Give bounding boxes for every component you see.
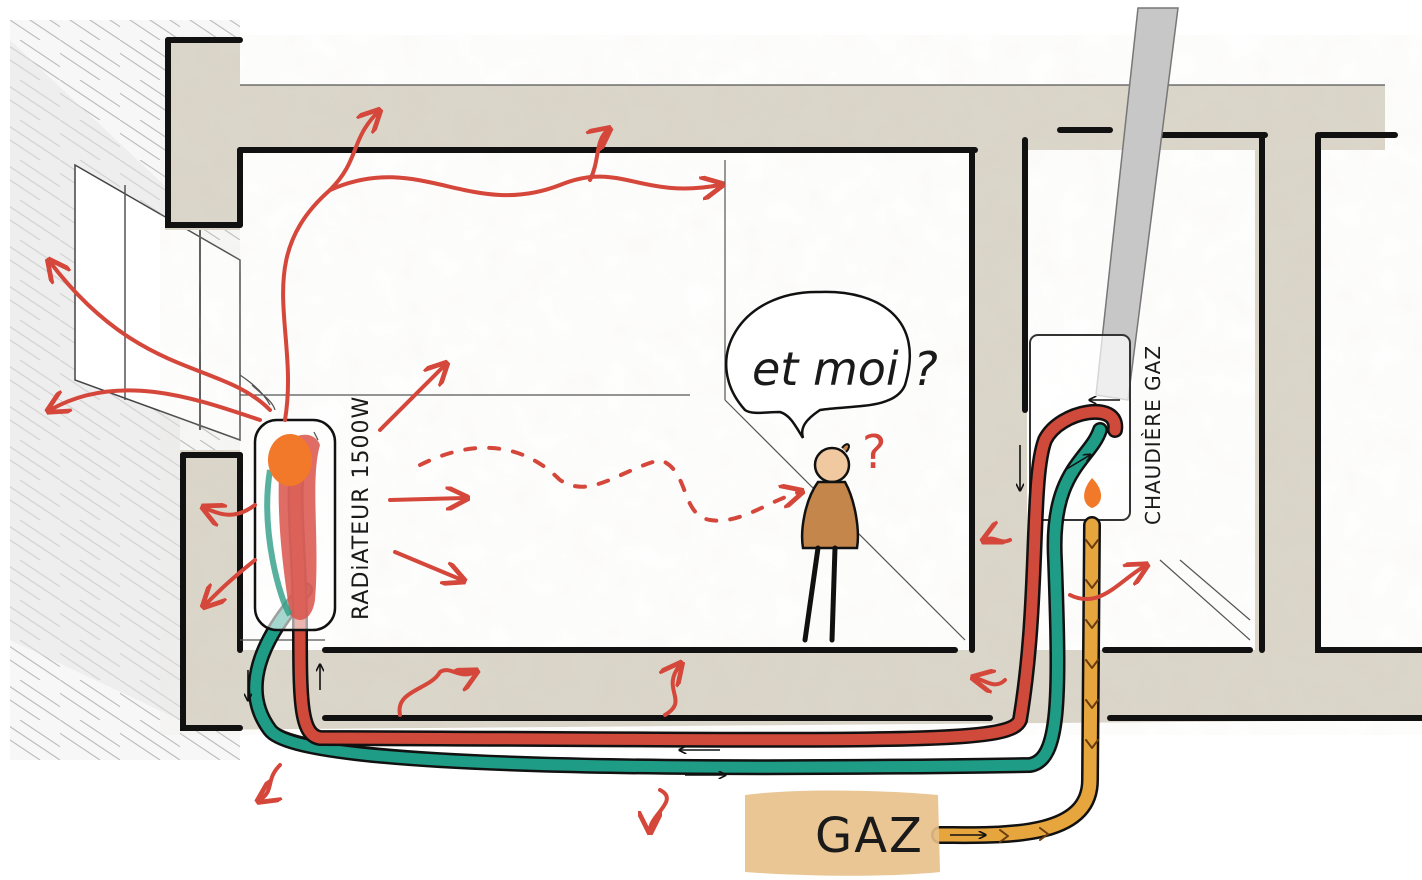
speech-bubble-icon [725, 290, 911, 439]
question-mark: ? [862, 425, 886, 479]
person-icon [800, 443, 860, 643]
heat-arrows [50, 112, 1145, 830]
radiator-icon [239, 374, 337, 632]
flame-icon [1084, 478, 1102, 508]
boiler [1029, 334, 1131, 521]
gas-label: GAZ [815, 808, 924, 864]
boiler-label: CHAUDIÈRE GAZ [1141, 345, 1165, 525]
radiator-label-group: RADiATEUR 1500W [349, 396, 374, 620]
dotted-heat-path [418, 445, 800, 523]
radiator-label: RADiATEUR 1500W [349, 396, 374, 620]
flow-arrows [248, 400, 1120, 835]
speech-text: et moi ? [752, 342, 938, 396]
wall-outlines [165, 37, 1422, 731]
boiler-label-group: CHAUDIÈRE GAZ [1141, 345, 1165, 525]
gas-label-box: GAZ [745, 790, 940, 876]
